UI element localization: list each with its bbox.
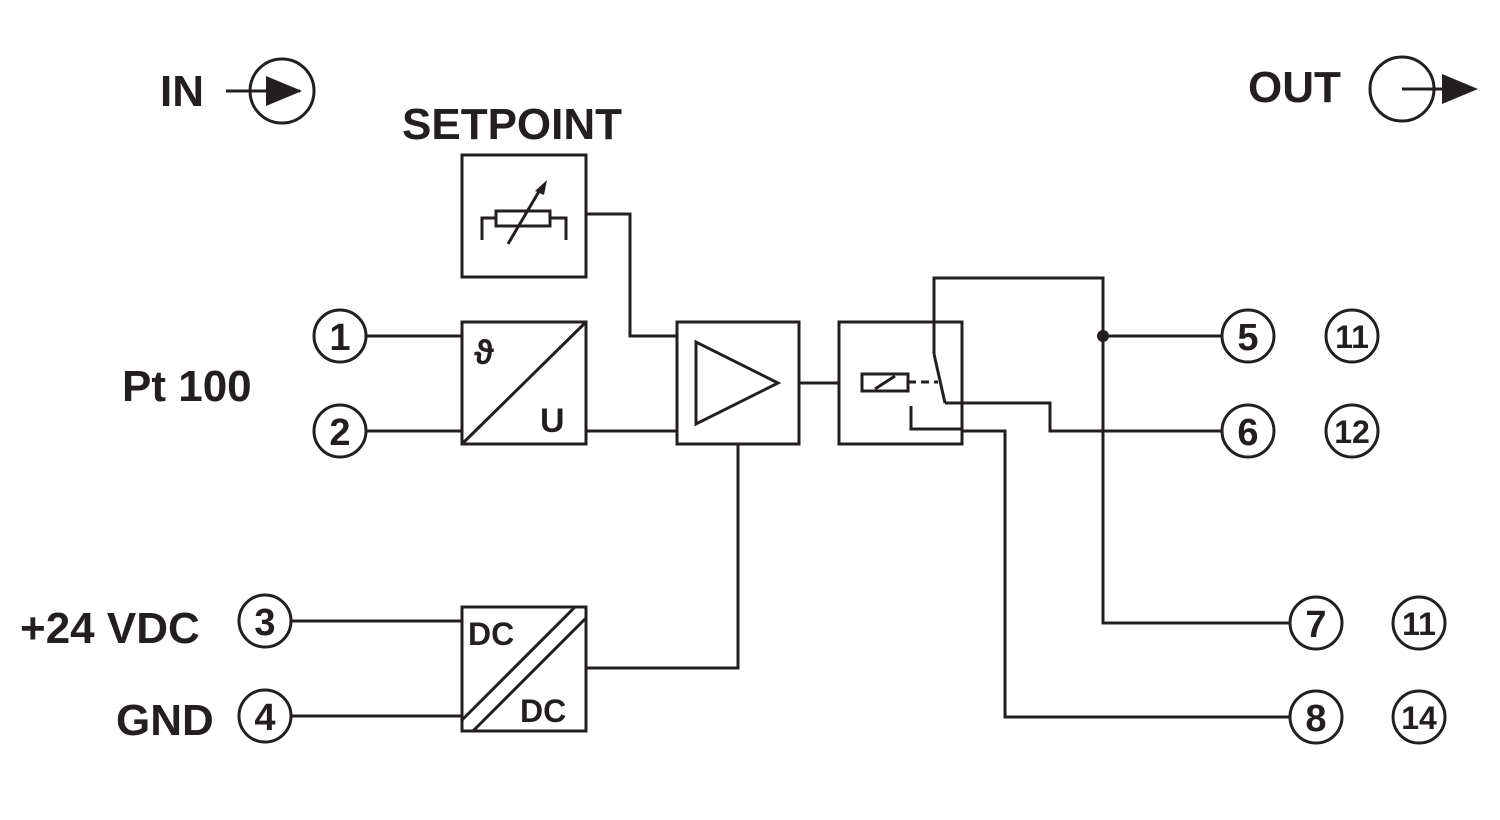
input-arrow-icon bbox=[226, 57, 316, 125]
svg-text:11: 11 bbox=[1402, 606, 1436, 642]
terminal-2: 2 bbox=[312, 403, 368, 459]
in-label: IN bbox=[160, 67, 204, 116]
svg-text:12: 12 bbox=[1334, 414, 1370, 450]
setpoint-label: SETPOINT bbox=[402, 100, 622, 149]
alt-terminal-7: 11 bbox=[1391, 595, 1447, 651]
alt-terminal-5: 11 bbox=[1324, 308, 1380, 364]
terminal-7: 7 bbox=[1288, 595, 1344, 651]
relay-coil-icon bbox=[860, 372, 938, 393]
terminal-3: 3 bbox=[237, 593, 293, 649]
dcdc-bottom-label: DC bbox=[520, 693, 566, 729]
svg-text:4: 4 bbox=[254, 697, 275, 739]
svg-text:11: 11 bbox=[1335, 319, 1369, 355]
terminal-5: 5 bbox=[1220, 308, 1276, 364]
svg-text:14: 14 bbox=[1401, 700, 1437, 736]
supply-positive-label: +24 VDC bbox=[20, 604, 200, 653]
amplifier-triangle-icon bbox=[694, 339, 782, 427]
relay-contact-icon bbox=[909, 353, 962, 431]
terminal-8: 8 bbox=[1288, 689, 1344, 745]
dcdc-top-label: DC bbox=[468, 616, 514, 652]
temperature-converter-block: ϑ U bbox=[460, 320, 588, 446]
dcdc-converter-block: DC DC bbox=[460, 605, 588, 733]
supply-ground-label: GND bbox=[116, 696, 214, 745]
svg-text:8: 8 bbox=[1305, 698, 1326, 740]
wiring bbox=[290, 212, 1290, 719]
relay-block bbox=[837, 320, 964, 446]
sensor-label: Pt 100 bbox=[122, 362, 252, 411]
svg-text:7: 7 bbox=[1305, 604, 1326, 646]
svg-text:3: 3 bbox=[254, 602, 275, 644]
terminal-4: 4 bbox=[237, 688, 293, 744]
junction-dot bbox=[1097, 330, 1109, 342]
terminal-6: 6 bbox=[1220, 403, 1276, 459]
alt-terminal-6: 12 bbox=[1324, 403, 1380, 459]
svg-text:5: 5 bbox=[1237, 317, 1258, 359]
amplifier-block bbox=[675, 320, 801, 446]
svg-text:6: 6 bbox=[1237, 412, 1258, 454]
setpoint-block bbox=[460, 153, 588, 279]
theta-symbol: ϑ bbox=[474, 334, 494, 372]
alt-terminal-8: 14 bbox=[1391, 689, 1447, 745]
out-label: OUT bbox=[1248, 63, 1341, 112]
terminal-1: 1 bbox=[312, 308, 368, 364]
svg-text:1: 1 bbox=[329, 317, 350, 359]
output-arrow-icon bbox=[1368, 55, 1478, 123]
potentiometer-icon bbox=[480, 180, 568, 245]
voltage-symbol: U bbox=[540, 402, 565, 440]
svg-text:2: 2 bbox=[329, 412, 350, 454]
